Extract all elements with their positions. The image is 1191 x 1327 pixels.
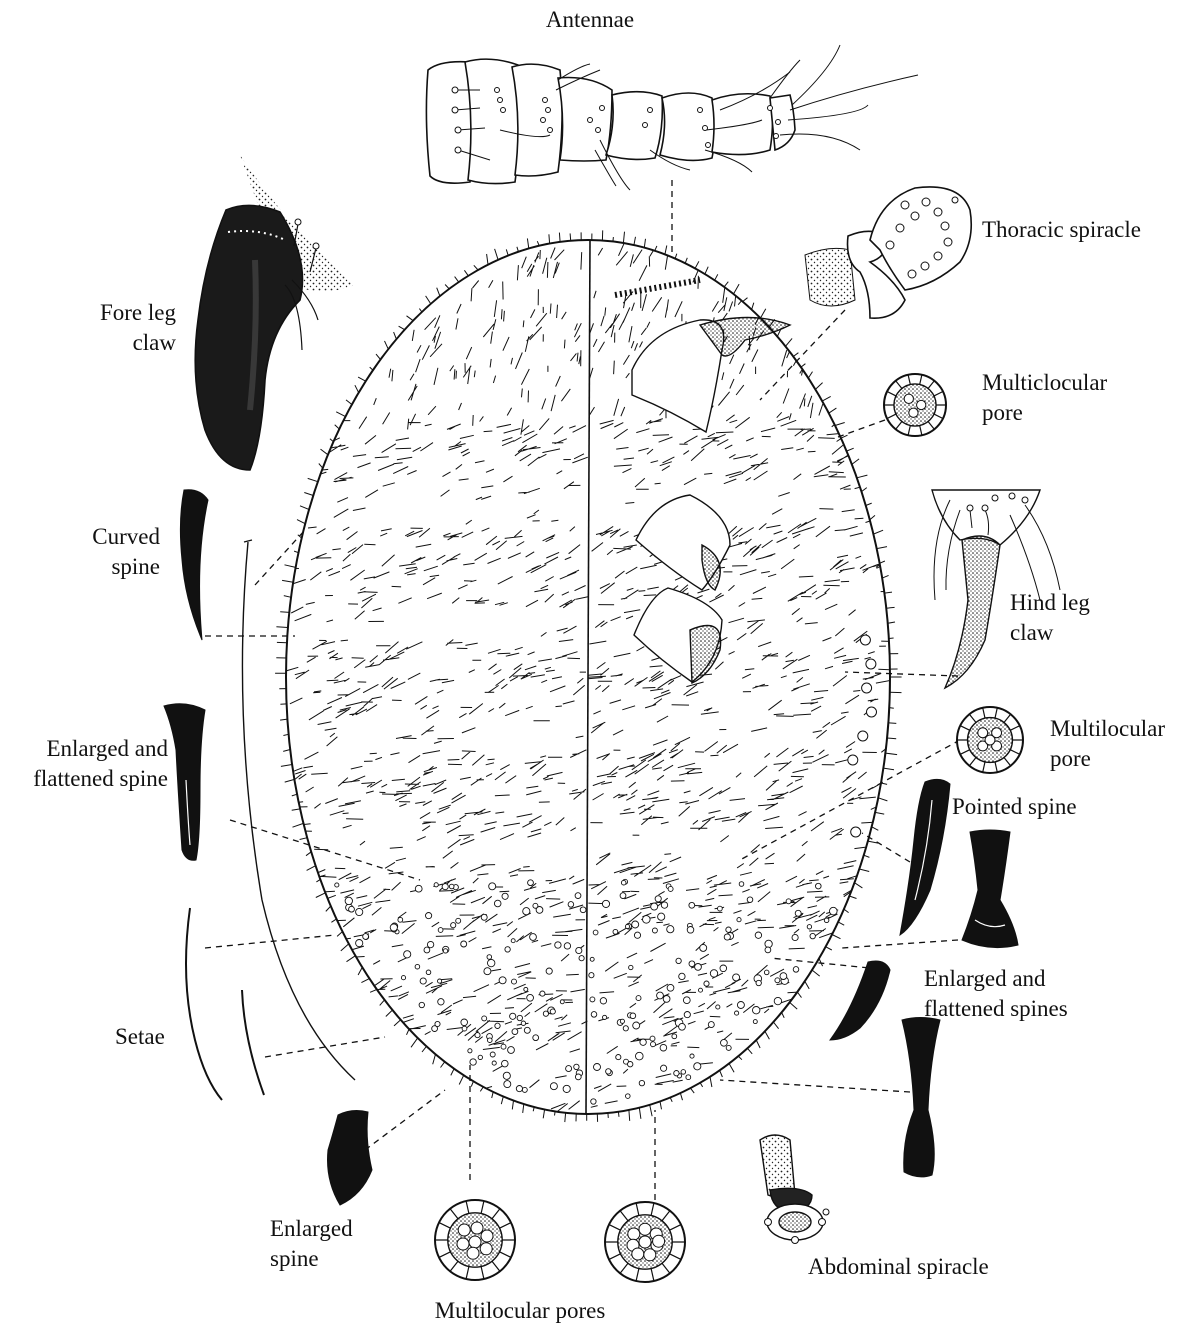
setae-drawing — [186, 908, 264, 1100]
curved-spine-drawing — [180, 490, 208, 640]
label-pointed-spine: Pointed spine — [952, 792, 1077, 822]
label-antennae: Antennae — [520, 5, 660, 35]
label-multilocular-pores: Multilocular pores — [400, 1296, 640, 1326]
thoracic-spiracle-drawing — [805, 187, 971, 318]
label-thoracic-spiracle: Thoracic spiracle — [982, 215, 1141, 245]
multilocular-pore-bottom-left-drawing — [435, 1200, 515, 1280]
enlarged-spine-drawing — [328, 1111, 373, 1205]
multiclocular-pore-drawing — [884, 374, 946, 436]
multilocular-pore-bottom-right-drawing — [605, 1202, 685, 1282]
flattened-spine-lower-drawing — [830, 961, 890, 1040]
fore-leg-claw-drawing — [195, 155, 355, 470]
label-abdominal-spiracle: Abdominal spiracle — [808, 1252, 989, 1282]
abdominal-spiracle-drawing — [760, 1135, 829, 1244]
flattened-spine-right-drawing — [962, 830, 1018, 948]
multilocular-pore-drawing — [957, 707, 1023, 773]
flattened-spine-bottom-drawing — [902, 1018, 940, 1177]
antennae-drawing — [426, 45, 918, 190]
pointed-spine-drawing — [900, 779, 950, 935]
label-setae: Setae — [115, 1022, 165, 1052]
enlarged-flattened-spine-drawing — [164, 704, 205, 861]
